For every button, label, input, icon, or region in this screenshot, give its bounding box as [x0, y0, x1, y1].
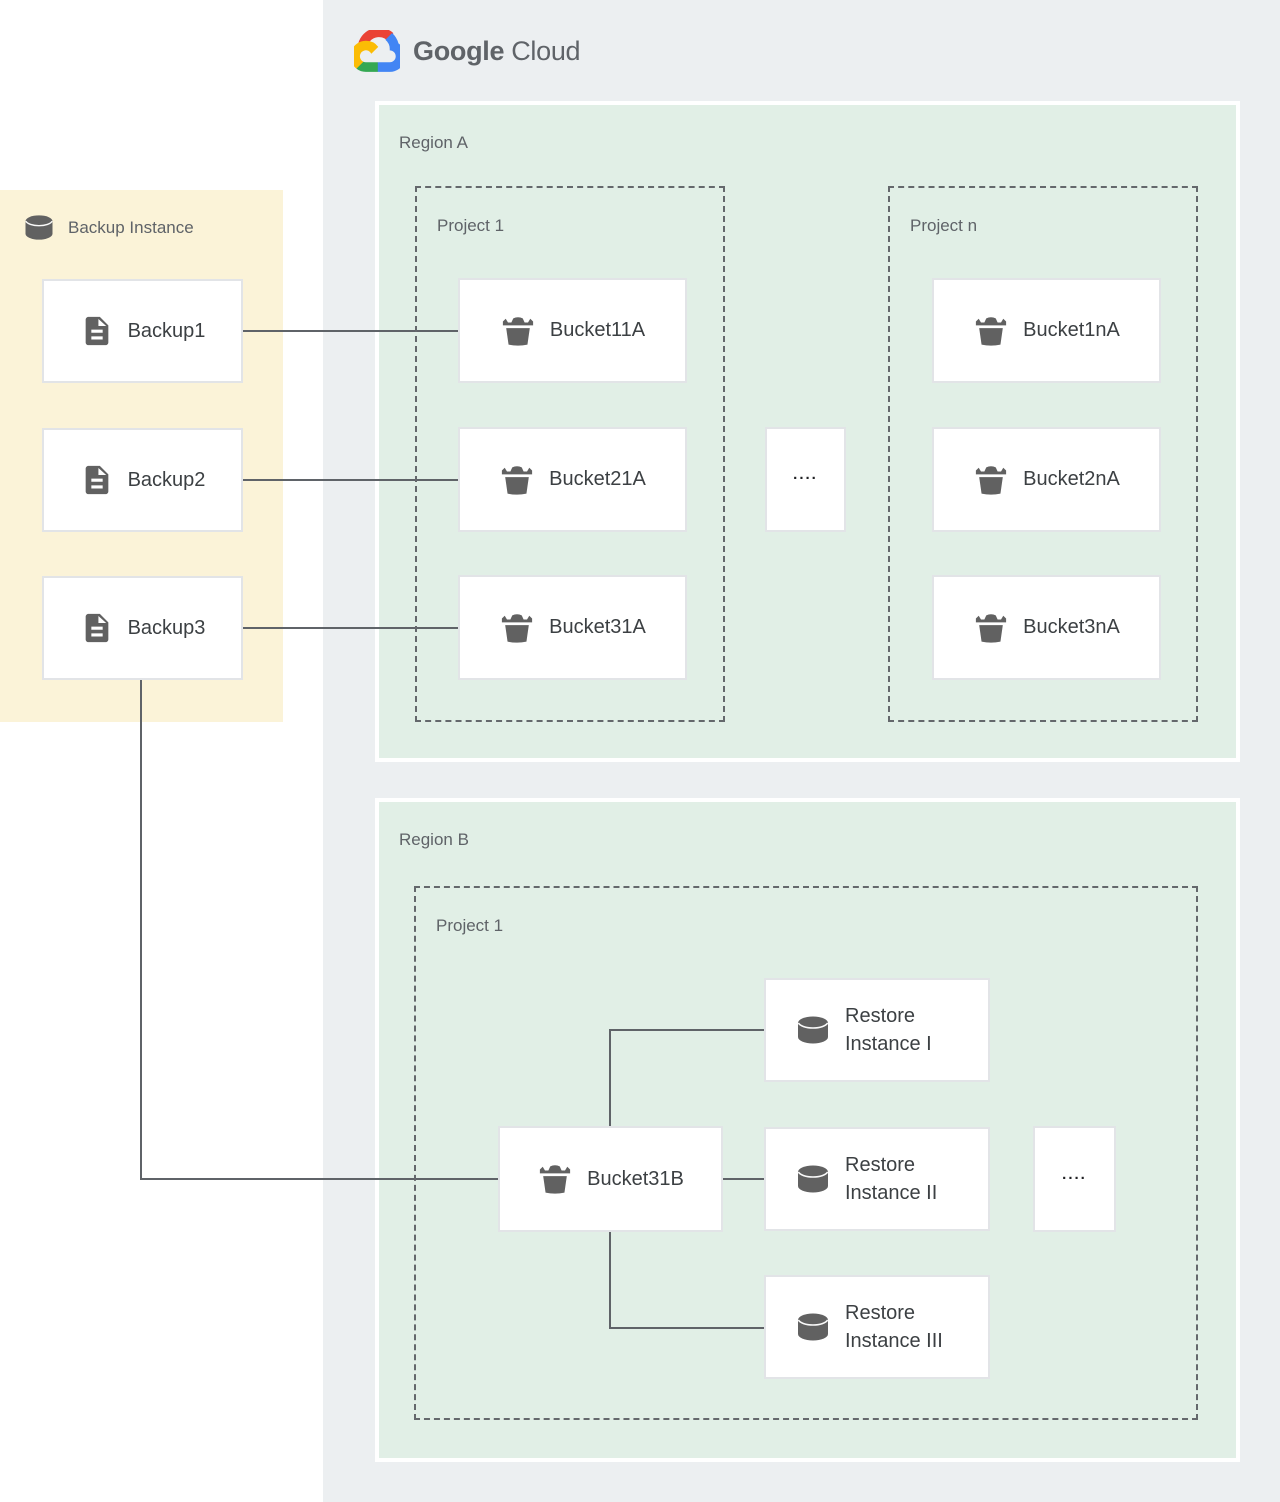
backup1-box: Backup1 — [42, 279, 243, 383]
document-icon — [80, 463, 114, 497]
connector-backup3-bucket31a — [243, 627, 458, 629]
backup1-label: Backup1 — [127, 319, 206, 342]
database-cylinder-icon — [795, 1015, 831, 1045]
bucket2na-label: Bucket2nA — [1023, 468, 1120, 490]
document-icon — [80, 611, 114, 645]
backup3-box: Backup3 — [42, 576, 243, 680]
ellipsis-label: .... — [1062, 1165, 1087, 1183]
bucket-icon — [499, 463, 535, 497]
connector-backup2-bucket21a — [243, 479, 458, 481]
bucket1na-label: Bucket1nA — [1023, 319, 1120, 341]
database-cylinder-icon — [795, 1164, 831, 1194]
restore-instance-2-box: Restore Instance II — [764, 1127, 990, 1231]
connector-to-restore-instance-3 — [609, 1327, 764, 1329]
connector-bucket31b-down — [609, 1232, 611, 1327]
bucket31b-label: Bucket31B — [587, 1167, 684, 1190]
backup-instance-header: Backup Instance — [20, 214, 194, 241]
database-cylinder-icon — [795, 1312, 831, 1342]
connector-backup3-down — [140, 680, 142, 1178]
ellipsis-label: .... — [793, 465, 818, 483]
bucket31a-box: Bucket31A — [458, 575, 687, 680]
database-cylinder-icon — [20, 214, 58, 241]
region-a-label: Region A — [399, 133, 468, 152]
backup-instance-title: Backup Instance — [68, 217, 194, 237]
bucket3na-label: Bucket3nA — [1023, 616, 1120, 638]
restore-instance-3-box: Restore Instance III — [764, 1275, 990, 1379]
bucket21a-label: Bucket21A — [549, 468, 646, 490]
connector-backup1-bucket11a — [243, 330, 458, 332]
google-cloud-logo-icon — [354, 30, 400, 73]
document-icon — [80, 314, 114, 348]
bucket11a-label: Bucket11A — [549, 319, 646, 341]
logo-word-google: Google — [413, 36, 505, 66]
bucket11a-box: Bucket11A — [458, 278, 687, 383]
region-b-project-1-label: Project 1 — [436, 916, 504, 935]
bucket-icon — [973, 314, 1009, 348]
region-a-project-n-label: Project n — [910, 216, 978, 235]
bucket-icon — [973, 611, 1009, 645]
bucket21a-box: Bucket21A — [458, 427, 687, 532]
bucket2na-box: Bucket2nA — [932, 427, 1161, 532]
bucket3na-box: Bucket3nA — [932, 575, 1161, 680]
region-b-label: Region B — [399, 830, 469, 849]
bucket-icon — [500, 314, 536, 348]
backup2-label: Backup2 — [127, 468, 206, 491]
region-a-project-n: Project n — [888, 186, 1198, 722]
connector-to-bucket31b — [140, 1178, 498, 1180]
ellipsis-box-region-a: .... — [765, 427, 846, 532]
restore-instance-1-box: Restore Instance I — [764, 978, 990, 1082]
bucket31b-box: Bucket31B — [498, 1126, 723, 1232]
connector-to-restore-instance-2 — [723, 1178, 764, 1180]
bucket-icon — [499, 611, 535, 645]
bucket-icon — [973, 463, 1009, 497]
region-a-project-1-label: Project 1 — [437, 216, 505, 235]
backup3-label: Backup3 — [127, 616, 206, 639]
restore-instance-3-label: Restore Instance III — [845, 1302, 943, 1352]
bucket1na-box: Bucket1nA — [932, 278, 1161, 383]
connector-to-restore-instance-1 — [609, 1029, 764, 1031]
restore-instance-1-label: Restore Instance I — [845, 1005, 932, 1055]
logo-word-cloud: Cloud — [511, 36, 581, 66]
region-a-project-1: Project 1 — [415, 186, 725, 722]
ellipsis-box-region-b: .... — [1033, 1126, 1116, 1232]
bucket31a-label: Bucket31A — [549, 616, 646, 638]
bucket-icon — [537, 1162, 573, 1196]
backup2-box: Backup2 — [42, 428, 243, 532]
region-b-project-1: Project 1 — [414, 886, 1198, 1420]
connector-bucket31b-up — [609, 1029, 611, 1126]
restore-instance-2-label: Restore Instance II — [845, 1154, 938, 1204]
